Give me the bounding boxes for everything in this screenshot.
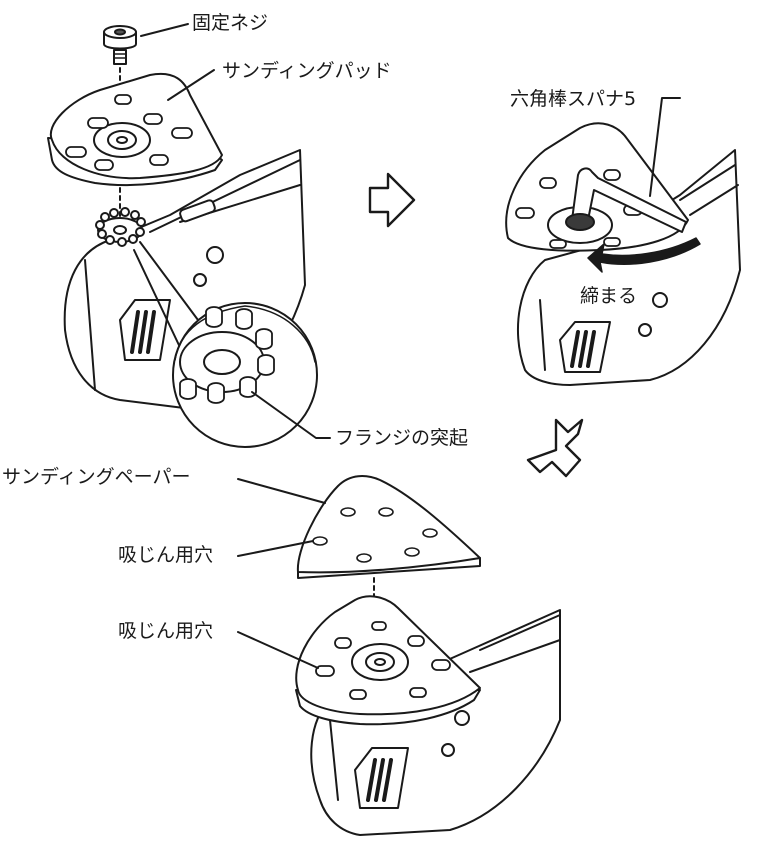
tool-body-step3 — [310, 609, 561, 836]
label-fixing-screw: 固定ネジ — [192, 12, 269, 34]
label-sanding-pad: サンディングパッド — [222, 60, 392, 82]
zoom-line-b — [133, 249, 187, 361]
sanding-pad-step3 — [295, 595, 481, 726]
label-hex-wrench: 六角棒スパナ5 — [510, 88, 637, 110]
leader-fixing-screw — [140, 23, 189, 37]
flange-step1 — [95, 207, 146, 247]
leader-flange — [251, 391, 331, 439]
label-dust-hole-pad: 吸じん用穴 — [118, 620, 214, 642]
leader-sanding-pad — [167, 69, 215, 101]
leader-dust-hole-paper — [237, 540, 314, 557]
rotation-arrow-icon — [587, 237, 701, 273]
leader-sanding-paper — [237, 478, 326, 504]
label-flange-protrusion: フランジの突起 — [335, 427, 469, 449]
leader-hex-wrench — [649, 97, 681, 197]
hex-wrench — [565, 167, 687, 233]
tool-body-step2 — [516, 149, 741, 386]
fixing-screw — [103, 25, 137, 65]
label-dust-hole-paper: 吸じん用穴 — [118, 544, 214, 566]
label-tighten: 締まる — [580, 285, 638, 307]
right-arrow-icon — [368, 172, 416, 228]
zoom-line-a — [139, 241, 199, 321]
down-left-arrow-icon — [526, 418, 584, 478]
leader-dust-hole-pad — [237, 631, 319, 669]
flange-zoom-inset — [172, 302, 318, 448]
label-sanding-paper: サンディングペーパー — [2, 466, 191, 488]
sanding-paper — [296, 475, 481, 579]
sanding-pad-step1 — [47, 72, 223, 187]
